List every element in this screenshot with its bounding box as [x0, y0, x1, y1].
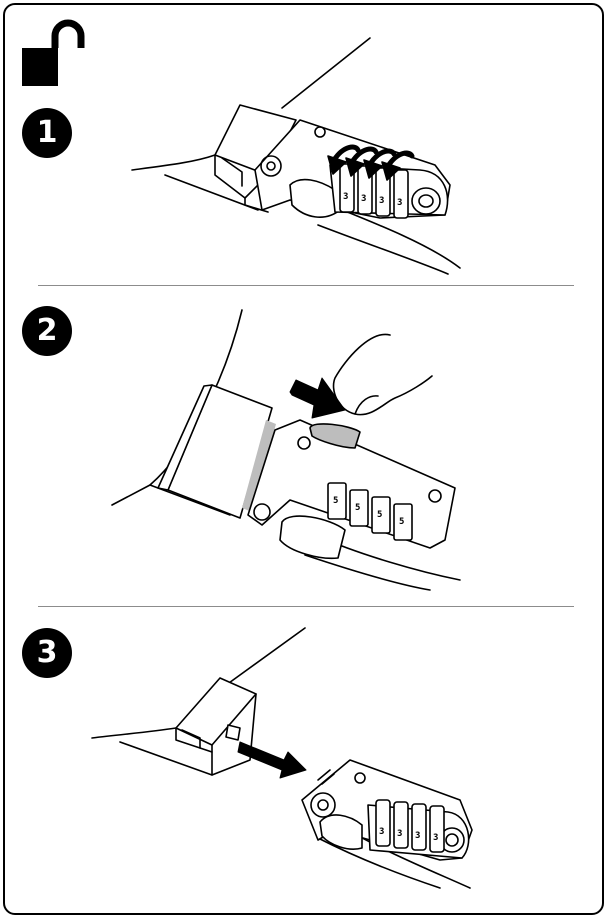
step-2-badge: 2: [22, 306, 72, 356]
dial-digit: 3: [433, 833, 438, 843]
dial-digit: 5: [355, 503, 360, 513]
page-frame: [3, 3, 604, 915]
push-arrow-icon: [289, 377, 346, 419]
step-1-badge: 1: [22, 108, 72, 158]
dial-digit: 3: [415, 831, 420, 841]
step-3-badge: 3: [22, 628, 72, 678]
divider-2: [38, 606, 574, 607]
dial-digit: 3: [343, 192, 348, 202]
dial-digit: 5: [399, 517, 404, 527]
dial-digit: 5: [377, 510, 382, 520]
dial-digit: 5: [333, 496, 338, 506]
dial-digit: 3: [361, 194, 366, 204]
pull-arrow-icon: [237, 741, 307, 779]
dial-digit: 3: [397, 198, 402, 208]
rotate-arrow-icon: [327, 144, 415, 181]
dial-digit: 3: [379, 196, 384, 206]
dial-digit: 3: [379, 827, 384, 837]
divider-1: [38, 285, 574, 286]
dial-digit: 3: [397, 829, 402, 839]
